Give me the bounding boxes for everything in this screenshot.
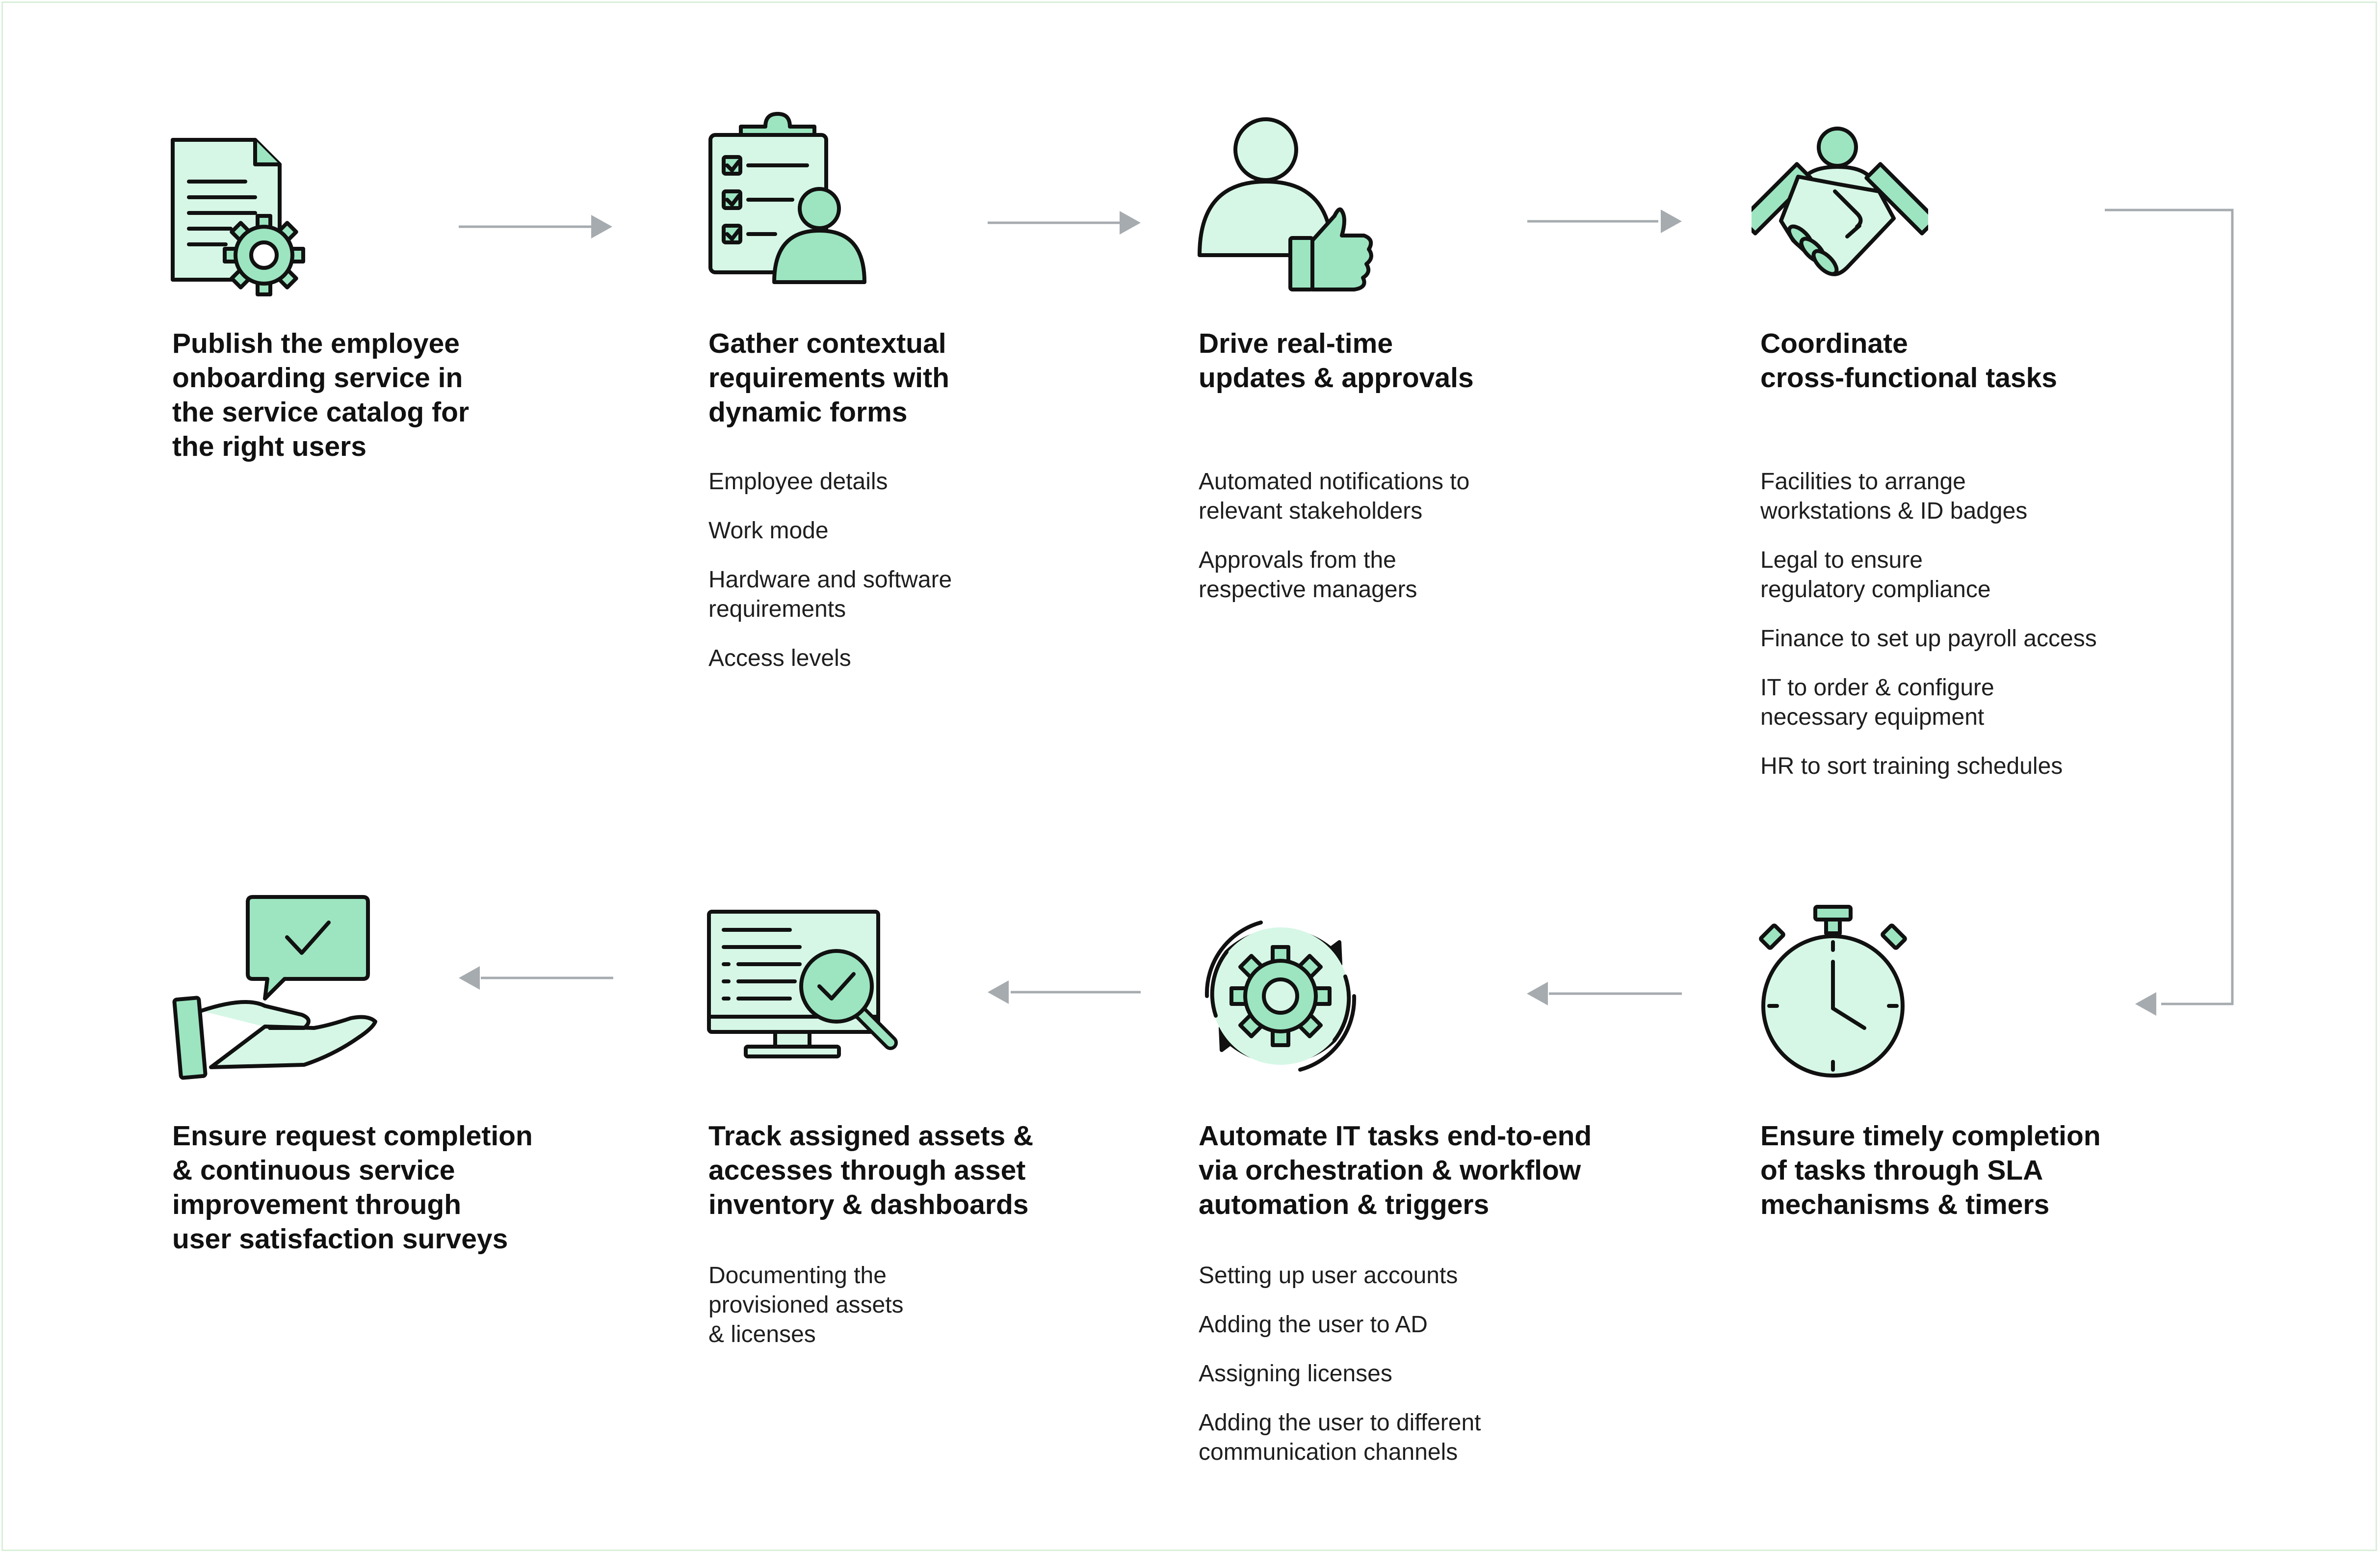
list-item: Work mode xyxy=(708,518,829,544)
arrowhead-3 xyxy=(1661,210,1682,233)
person-thumbs-up-icon xyxy=(1198,117,1373,291)
list-item: Setting up user accounts xyxy=(1199,1263,1458,1289)
list-item: Automated notifications to relevant stak… xyxy=(1199,469,1470,524)
list-item: Adding the user to AD xyxy=(1199,1312,1428,1338)
arrowhead-1 xyxy=(591,215,612,238)
list-item: Access levels xyxy=(708,645,851,671)
gear-cycle-icon xyxy=(1204,921,1357,1072)
hand-chat-check-icon xyxy=(172,895,377,1080)
arrowhead-4 xyxy=(2135,992,2156,1016)
service-document-gear-icon xyxy=(171,138,305,296)
list-item: Assigning licenses xyxy=(1199,1361,1392,1387)
arrowhead-6 xyxy=(988,980,1009,1004)
step-title: Automate IT tasks end-to-end via orchest… xyxy=(1199,1120,1592,1220)
arrowhead-2 xyxy=(1120,211,1141,235)
step-title: Gather contextual requirements with dyna… xyxy=(708,328,949,428)
list-item: Employee details xyxy=(708,469,888,495)
list-item: HR to sort training schedules xyxy=(1760,753,2063,779)
clipboard-checklist-person-icon xyxy=(708,112,866,284)
list-item: Adding the user to different communicati… xyxy=(1199,1410,1481,1465)
handshake-person-icon xyxy=(1752,127,1928,276)
list-item: IT to order & configure necessary equipm… xyxy=(1760,675,1994,730)
arrowhead-5 xyxy=(1527,982,1548,1005)
step-title: Publish the employee onboarding service … xyxy=(172,328,470,462)
list-item: Hardware and software requirements xyxy=(708,567,952,622)
step-items: Setting up user accounts Adding the user… xyxy=(1199,1261,1630,1487)
list-item: Documenting the provisioned assets & lic… xyxy=(708,1263,904,1347)
list-item: Facilities to arrange workstations & ID … xyxy=(1760,469,2028,524)
list-item: Finance to set up payroll access xyxy=(1760,626,2097,652)
step-title: Ensure request completion & continuous s… xyxy=(172,1120,533,1255)
step-title: Track assigned assets & accesses through… xyxy=(708,1120,1034,1220)
list-item: Approvals from the respective managers xyxy=(1199,547,1417,603)
step-title: Drive real-time updates & approvals xyxy=(1199,328,1474,394)
step-items: Automated notifications to relevant stak… xyxy=(1199,467,1621,624)
list-item: Legal to ensure regulatory compliance xyxy=(1760,547,1991,603)
monitor-magnifier-icon xyxy=(707,910,898,1058)
arrowhead-7 xyxy=(459,966,480,990)
step-items: Documenting the provisioned assets & lic… xyxy=(708,1261,1130,1369)
step-title: Coordinate cross-functional tasks xyxy=(1760,328,2058,394)
step-items: Employee details Work mode Hardware and … xyxy=(708,467,1130,693)
step-items: Facilities to arrange workstations & ID … xyxy=(1760,467,2192,801)
stopwatch-icon xyxy=(1759,905,1907,1078)
arrow-step4-to-step5 xyxy=(2105,209,2234,1005)
step-title: Ensure timely completion of tasks throug… xyxy=(1760,1120,2101,1220)
